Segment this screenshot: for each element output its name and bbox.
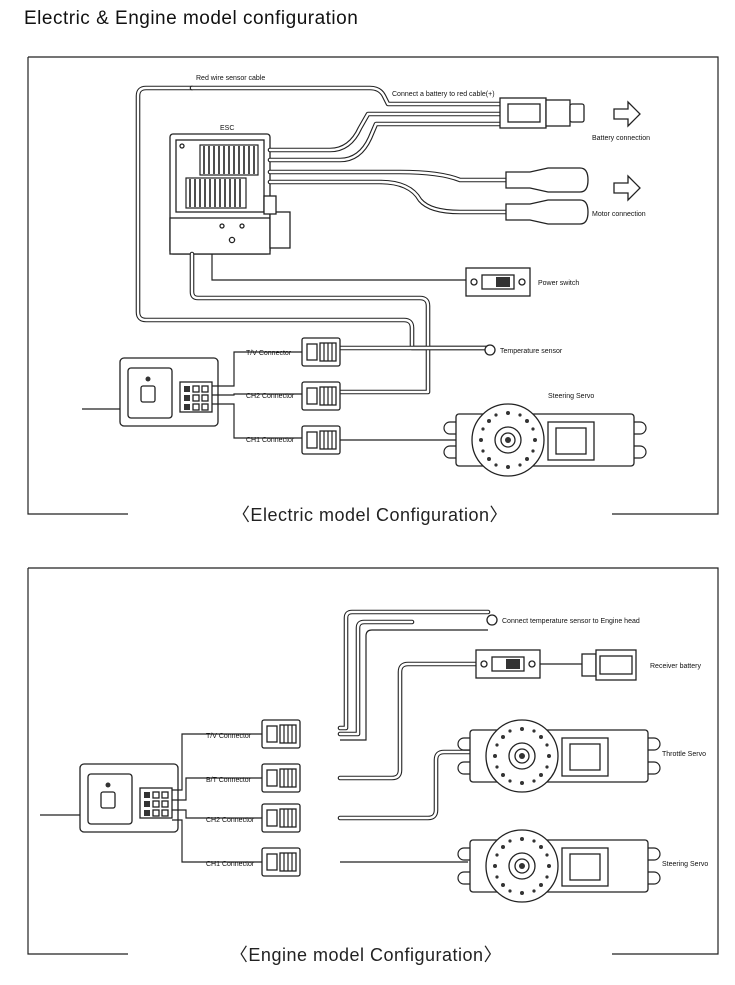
- engine-steering-servo: [457, 829, 661, 903]
- label-steering-servo: Steering Servo: [548, 393, 594, 400]
- tv-connector: [301, 337, 341, 367]
- steering-servo: [443, 403, 647, 477]
- motor-connector-1: [505, 167, 589, 193]
- engine-ch2-connector: [261, 803, 301, 833]
- label-connect-temp-sensor: Connect temperature sensor to Engine hea…: [502, 618, 640, 625]
- label-ch1-connector: CH1 Connector: [246, 437, 295, 444]
- engine-switch: [475, 649, 541, 679]
- motor-connector-2: [505, 199, 589, 225]
- engine-ch1-connector: [261, 847, 301, 877]
- temperature-sensor-icon: [484, 344, 496, 356]
- label-red-wire-sensor-cable: Red wire sensor cable: [196, 75, 265, 82]
- label-esc: ESC: [220, 125, 234, 132]
- label-engine-steering-servo: Steering Servo: [662, 861, 708, 868]
- label-power-switch: Power switch: [538, 280, 579, 287]
- electric-frame: [27, 56, 719, 515]
- label-connect-battery: Connect a battery to red cable(+): [392, 91, 495, 98]
- electric-panel: Red wire sensor cable Connect a battery …: [27, 56, 719, 525]
- battery-arrow-icon: [613, 101, 641, 127]
- label-throttle-servo: Throttle Servo: [662, 751, 706, 758]
- label-engine-tv-connector: T/V Connector: [206, 733, 252, 740]
- ch1-connector: [301, 425, 341, 455]
- engine-temp-sensor-icon: [486, 614, 498, 626]
- receiver-battery-connector: [581, 649, 637, 681]
- throttle-servo: [457, 719, 661, 793]
- engine-receiver: [79, 763, 179, 833]
- label-tv-connector: T/V Connector: [246, 350, 292, 357]
- page-title: Electric & Engine model configuration: [24, 8, 359, 29]
- engine-panel: Connect temperature sensor to Engine hea…: [27, 567, 719, 965]
- label-motor-connection: Motor connection: [592, 211, 646, 218]
- label-battery-connection: Battery connection: [592, 135, 650, 142]
- label-temperature-sensor: Temperature sensor: [500, 348, 563, 355]
- battery-connector: [499, 97, 585, 129]
- engine-caption: 〈Engine model Configuration〉: [230, 945, 502, 965]
- power-switch: [465, 267, 531, 297]
- label-engine-ch2-connector: CH2 Connector: [206, 817, 255, 824]
- label-ch2-connector: CH2 Connector: [246, 393, 295, 400]
- label-receiver-battery: Receiver battery: [650, 663, 701, 670]
- engine-tv-connector: [261, 719, 301, 749]
- motor-arrow-icon: [613, 175, 641, 201]
- electric-caption: 〈Electric model Configuration〉: [232, 505, 508, 525]
- ch2-connector: [301, 381, 341, 411]
- engine-frame: [27, 567, 719, 955]
- receiver: [119, 357, 219, 427]
- label-bt-connector: B/T Connector: [206, 777, 252, 784]
- esc-unit: [169, 133, 291, 255]
- label-engine-ch1-connector: CH1 Connector: [206, 861, 255, 868]
- bt-connector: [261, 763, 301, 793]
